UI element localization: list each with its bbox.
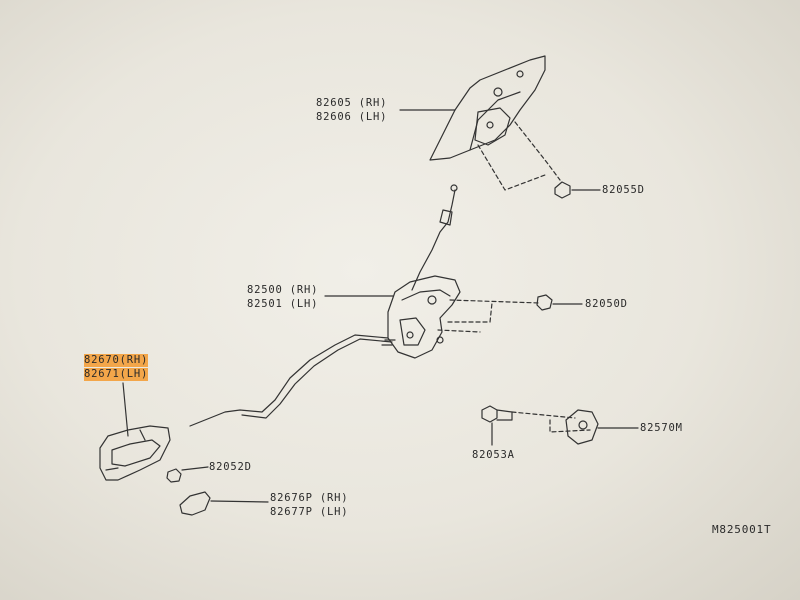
garnish-dashed-lines — [477, 121, 561, 191]
part-label-82605: 82605 (RH) — [316, 97, 388, 109]
striker-dashed-lines — [511, 411, 591, 433]
part-label-82055d: 82055D — [602, 184, 645, 196]
part-label-82671-highlighted: 82671(LH) — [84, 368, 149, 381]
striker-82570m-part — [565, 409, 639, 445]
part-label-82606: 82606 (LH) — [316, 111, 388, 123]
part-label-82501: 82501 (LH) — [247, 298, 319, 310]
bolt-82053a-part — [481, 405, 513, 446]
lower-cable-outer — [241, 338, 393, 419]
upper-cable — [411, 189, 456, 291]
inside-handle-garnish-part — [429, 55, 546, 161]
lower-cable — [189, 334, 389, 427]
part-label-82500: 82500 (RH) — [247, 284, 319, 296]
door-lock-actuator-part — [381, 275, 461, 359]
lock-dashed-lines — [437, 299, 541, 333]
part-label-82050d: 82050D — [585, 298, 628, 310]
upper-cable-tip — [450, 184, 458, 192]
screw-82052d-part — [166, 466, 209, 483]
part-label-82670-highlighted: 82670(RH) — [84, 354, 149, 367]
screw-82055d-part — [554, 181, 601, 199]
part-label-82053a: 82053A — [472, 449, 515, 461]
inside-door-handle-part — [99, 425, 171, 481]
part-label-82052d: 82052D — [209, 461, 252, 473]
part-label-82570m: 82570M — [640, 422, 683, 434]
leader-82670 — [122, 382, 129, 437]
part-label-82677p: 82677P (LH) — [270, 506, 349, 518]
figure-code: M825001T — [712, 523, 772, 536]
part-label-82676p: 82676P (RH) — [270, 492, 349, 504]
escutcheon-cap-part — [179, 491, 269, 516]
screw-82050d-part — [536, 294, 583, 311]
upper-cable-end — [439, 209, 453, 226]
